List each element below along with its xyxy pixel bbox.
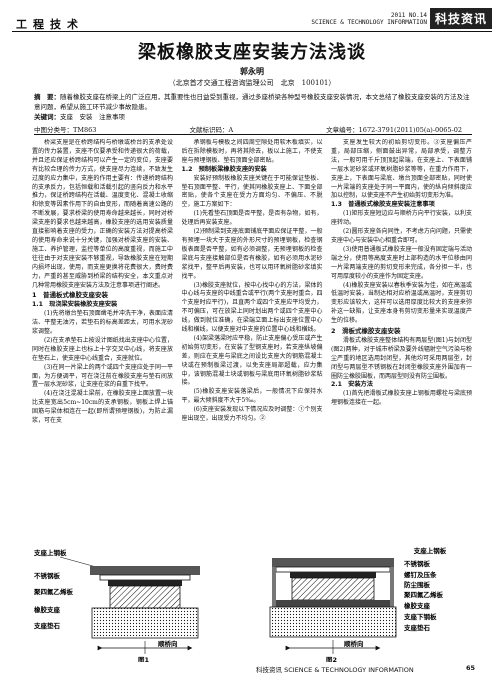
- fig2-label-2: 防尘围板: [404, 580, 431, 589]
- fig2-label-3: 聚四氟乙烯板: [403, 590, 444, 599]
- abstract-text: 随着橡胶支座在桥梁上的广泛应用，其重要性也日益受到重视，通过多座桥梁各种型号橡胶…: [34, 93, 470, 111]
- classification-line: 中图分类号：TM863 文献标识码：A 文章编号：1672-3791(2011)…: [34, 124, 472, 134]
- fig1-label-1: 聚四氟乙烯板: [33, 587, 74, 596]
- column-3: 支座发生较大的初始剪切变形。③支座偏压严重，局部压缩，侧面鼓出异常，局部承受，调…: [331, 139, 472, 542]
- fig2-stainless-plate: [275, 566, 391, 573]
- fig1-ptfe-plate: [108, 580, 182, 586]
- paragraph: 支座发生较大的初始剪切变形。③支座偏压严重，局部压缩，侧面鼓出异常，局部承受，调…: [331, 139, 472, 200]
- paragraph: (1)先将墩台垫石顶面凿毛并冲洗干净，表面应清洁、平整无油污，若垫石的标高差距太…: [32, 310, 173, 336]
- section-heading: 1 普通板式橡胶支座安装: [32, 291, 109, 300]
- paragraph: 安装好预制板橡胶支座关键在于可能保证垫板、垫石顶面平整、平行，使其同橡胶支座上、…: [181, 174, 323, 209]
- paragraph: 滑板式橡胶支座整体结构有两层型(图1)与封闭型(图2)两种，对于城市桥梁及要外线…: [331, 336, 472, 380]
- header-rule: [12, 31, 492, 32]
- fig2-dust-guard-left: [272, 567, 276, 607]
- paragraph: (3)使用普通板式橡胶支座一般没有固定端与活动端之分，使用等高度支座时上部构造的…: [331, 245, 472, 280]
- fig2-label-0: 不锈钢板: [404, 559, 431, 568]
- meta-rule: [34, 134, 472, 135]
- document-code: 文献标识码：A: [189, 126, 234, 134]
- fig1-label-0: 不锈钢板: [34, 571, 61, 580]
- fig1-top-plate: [90, 566, 200, 575]
- subsection-heading: 1.1 现浇梁安装橡胶支座安装: [32, 301, 118, 309]
- paragraph: (2)圆形支座各向同性，不考虑方向问题，只需使支座中心与安装中心相重合即可。: [331, 228, 472, 244]
- section-heading: 2 滑板式橡胶支座安装: [331, 327, 401, 336]
- issue-info: 2011 NO.14 SCIENCE & TECHNOLOGY INFORMAT…: [311, 12, 427, 26]
- fig2-caption: 图2: [326, 655, 337, 662]
- fig1-label-2: 橡胶支座: [34, 605, 61, 614]
- subsection-heading: 1.3 普通板式橡胶支座安装注意事项: [331, 201, 435, 209]
- paragraph: (5)橡胶支座安装落梁后，一般情况下应保持水平，最大倾斜度不大于5‰。: [181, 388, 323, 405]
- author: 郭永明: [240, 66, 264, 76]
- fig2-label-5: 支座下钢板: [403, 612, 437, 621]
- fig2-bottom-label: 顺桥向: [344, 639, 364, 648]
- clc-number: 中图分类号：TM863: [34, 126, 97, 134]
- paragraph: (2)在支承垫石上按设计图纸找出支座中心位置，同时在橡胶支座上也标上十字交叉中心…: [32, 336, 173, 362]
- abstract: 摘 要：随着橡胶支座在桥梁上的广泛应用，其重要性也日益受到重视，通过多座桥梁各种…: [34, 92, 472, 122]
- paragraph: (4)橡胶支座安装以春秋季安装为佳，如在高温或低温时安装，当制达相对应桥温或高温…: [331, 281, 472, 325]
- paragraph: (4)架梁落梁时应平稳，防止支座偏心受压或产生初始剪切变形，在安装了型钢支座时，…: [181, 334, 323, 387]
- article-number: 文章编号：1672-3791(2011)05(a)-0065-02: [326, 126, 462, 134]
- column-2: 承钢板与模板之间四周空隙处用软木板填实，以后在拆除模板时，再将其除去，板以上施工…: [182, 139, 323, 542]
- body-columns: 桥梁支座是在桥跨结构与桥墩或桥台的支承处设置的传力装置，支座不仅要承受和传递很大…: [32, 139, 472, 542]
- fig1-caption: 图1: [138, 655, 150, 662]
- fig1-rubber-bearing: [109, 585, 181, 609]
- fig1-stainless-plate: [99, 574, 191, 581]
- affiliation: （北京首才交通工程咨询监理公司 北京 100101）: [168, 79, 336, 87]
- paper-title: 梁板橡胶支座安装方法浅谈: [138, 42, 366, 63]
- paragraph: 桥梁支座是在桥跨结构与桥墩或桥台的支承处设置的传力装置，支座不仅要承受和传递很大…: [32, 139, 173, 289]
- journal-header: 2011 NO.14 SCIENCE & TECHNOLOGY INFORMAT…: [311, 8, 492, 29]
- fig2-label-6: 支座垫石: [403, 623, 431, 632]
- subsection-heading: 2.1 安装方法: [331, 381, 373, 389]
- paragraph: 承钢板与模板之间四周空隙处用软木板填实，以后在拆除模板时，再将其除去，板以上施工…: [181, 139, 323, 164]
- fig1-top-label: 支座上钢板: [33, 548, 67, 557]
- footer-journal: 科技资讯 SCIENCE & TECHNOLOGY INFORMATION: [256, 666, 414, 674]
- fig2-bottom-plate: [276, 600, 390, 607]
- journal-brand: 科技资讯: [429, 8, 492, 29]
- subsection-heading: 1.2 预制板梁橡胶支座的安装: [181, 165, 267, 173]
- fig2-dust-guard-right: [390, 567, 394, 607]
- fig2-rubber-bearing: [291, 577, 375, 601]
- paragraph: (1)先看垫石顶面是否平整，是否有杂物，如有，处理后再安装支座。: [181, 210, 323, 227]
- paragraph: (3)在同一片梁上的两个或四个支座应处于同一平面，为方便调平，可在浇注前在橡胶支…: [32, 363, 173, 389]
- column-1: 桥梁支座是在桥跨结构与桥墩或桥台的支承处设置的传力装置，支座不仅要承受和传递很大…: [32, 139, 173, 542]
- fig1-bottom-label: 顺桥向: [158, 639, 178, 648]
- section-label: 工程技术: [16, 18, 84, 31]
- issue-journal-en: SCIENCE & TECHNOLOGY INFORMATION: [311, 18, 427, 26]
- fig1-pad-stone: [91, 607, 199, 639]
- fig2-top-plate: [272, 558, 394, 567]
- page-number: 65: [466, 664, 476, 672]
- fig2-ptfe-plate: [290, 572, 376, 578]
- fig2-top-label: 支座上钢板: [413, 546, 447, 555]
- fig1-label-3: 支座垫石: [33, 621, 61, 630]
- keywords-label: 关键词：: [34, 113, 60, 121]
- paragraph: (6)支座安装发现以下情况应及时调整：①个别支座出现空，出现受力不均匀。②: [181, 406, 323, 423]
- paragraph: (4)在浇注混凝土梁前，在橡胶支座上面放置一块比支座宽出5cm~10cm的支承钢…: [32, 390, 173, 425]
- issue-number: 2011 NO.14: [390, 11, 427, 19]
- figure-2: 支座上钢板 不锈钢板 螺钉及压条 防尘围板 聚四氟乙烯板 橡胶支座 支座下钢板 …: [269, 546, 447, 662]
- keywords: 支座 安装 注意事项: [60, 113, 125, 121]
- fig2-label-4: 橡胶支座: [404, 601, 431, 610]
- abstract-label: 摘 要：: [34, 93, 60, 101]
- fig2-pad-stone: [269, 606, 397, 638]
- paragraph: (1)首先把滑板式橡胶支座上钢板用螺栓与梁底预埋钢板连接在一起。: [331, 390, 472, 407]
- figure-1: 支座上钢板 不锈钢板 聚四氟乙烯板 橡胶支座 支座垫石 顺桥向 图1: [33, 548, 200, 662]
- fig2-label-1: 螺钉及压条: [404, 570, 437, 579]
- paragraph: (1)矩形支座短边应与顺桥方向平行安装，以利支座转动。: [331, 210, 472, 227]
- paragraph: (2)预制梁到支座底面铺底平面应保证平整，一般有预埋一块大于支座的外形尺寸的预埋…: [181, 228, 323, 280]
- paragraph: (3)橡胶支座就位，按中心找中心的方法，梁体的中心线与支座的中线重合或平行(两个…: [181, 281, 323, 334]
